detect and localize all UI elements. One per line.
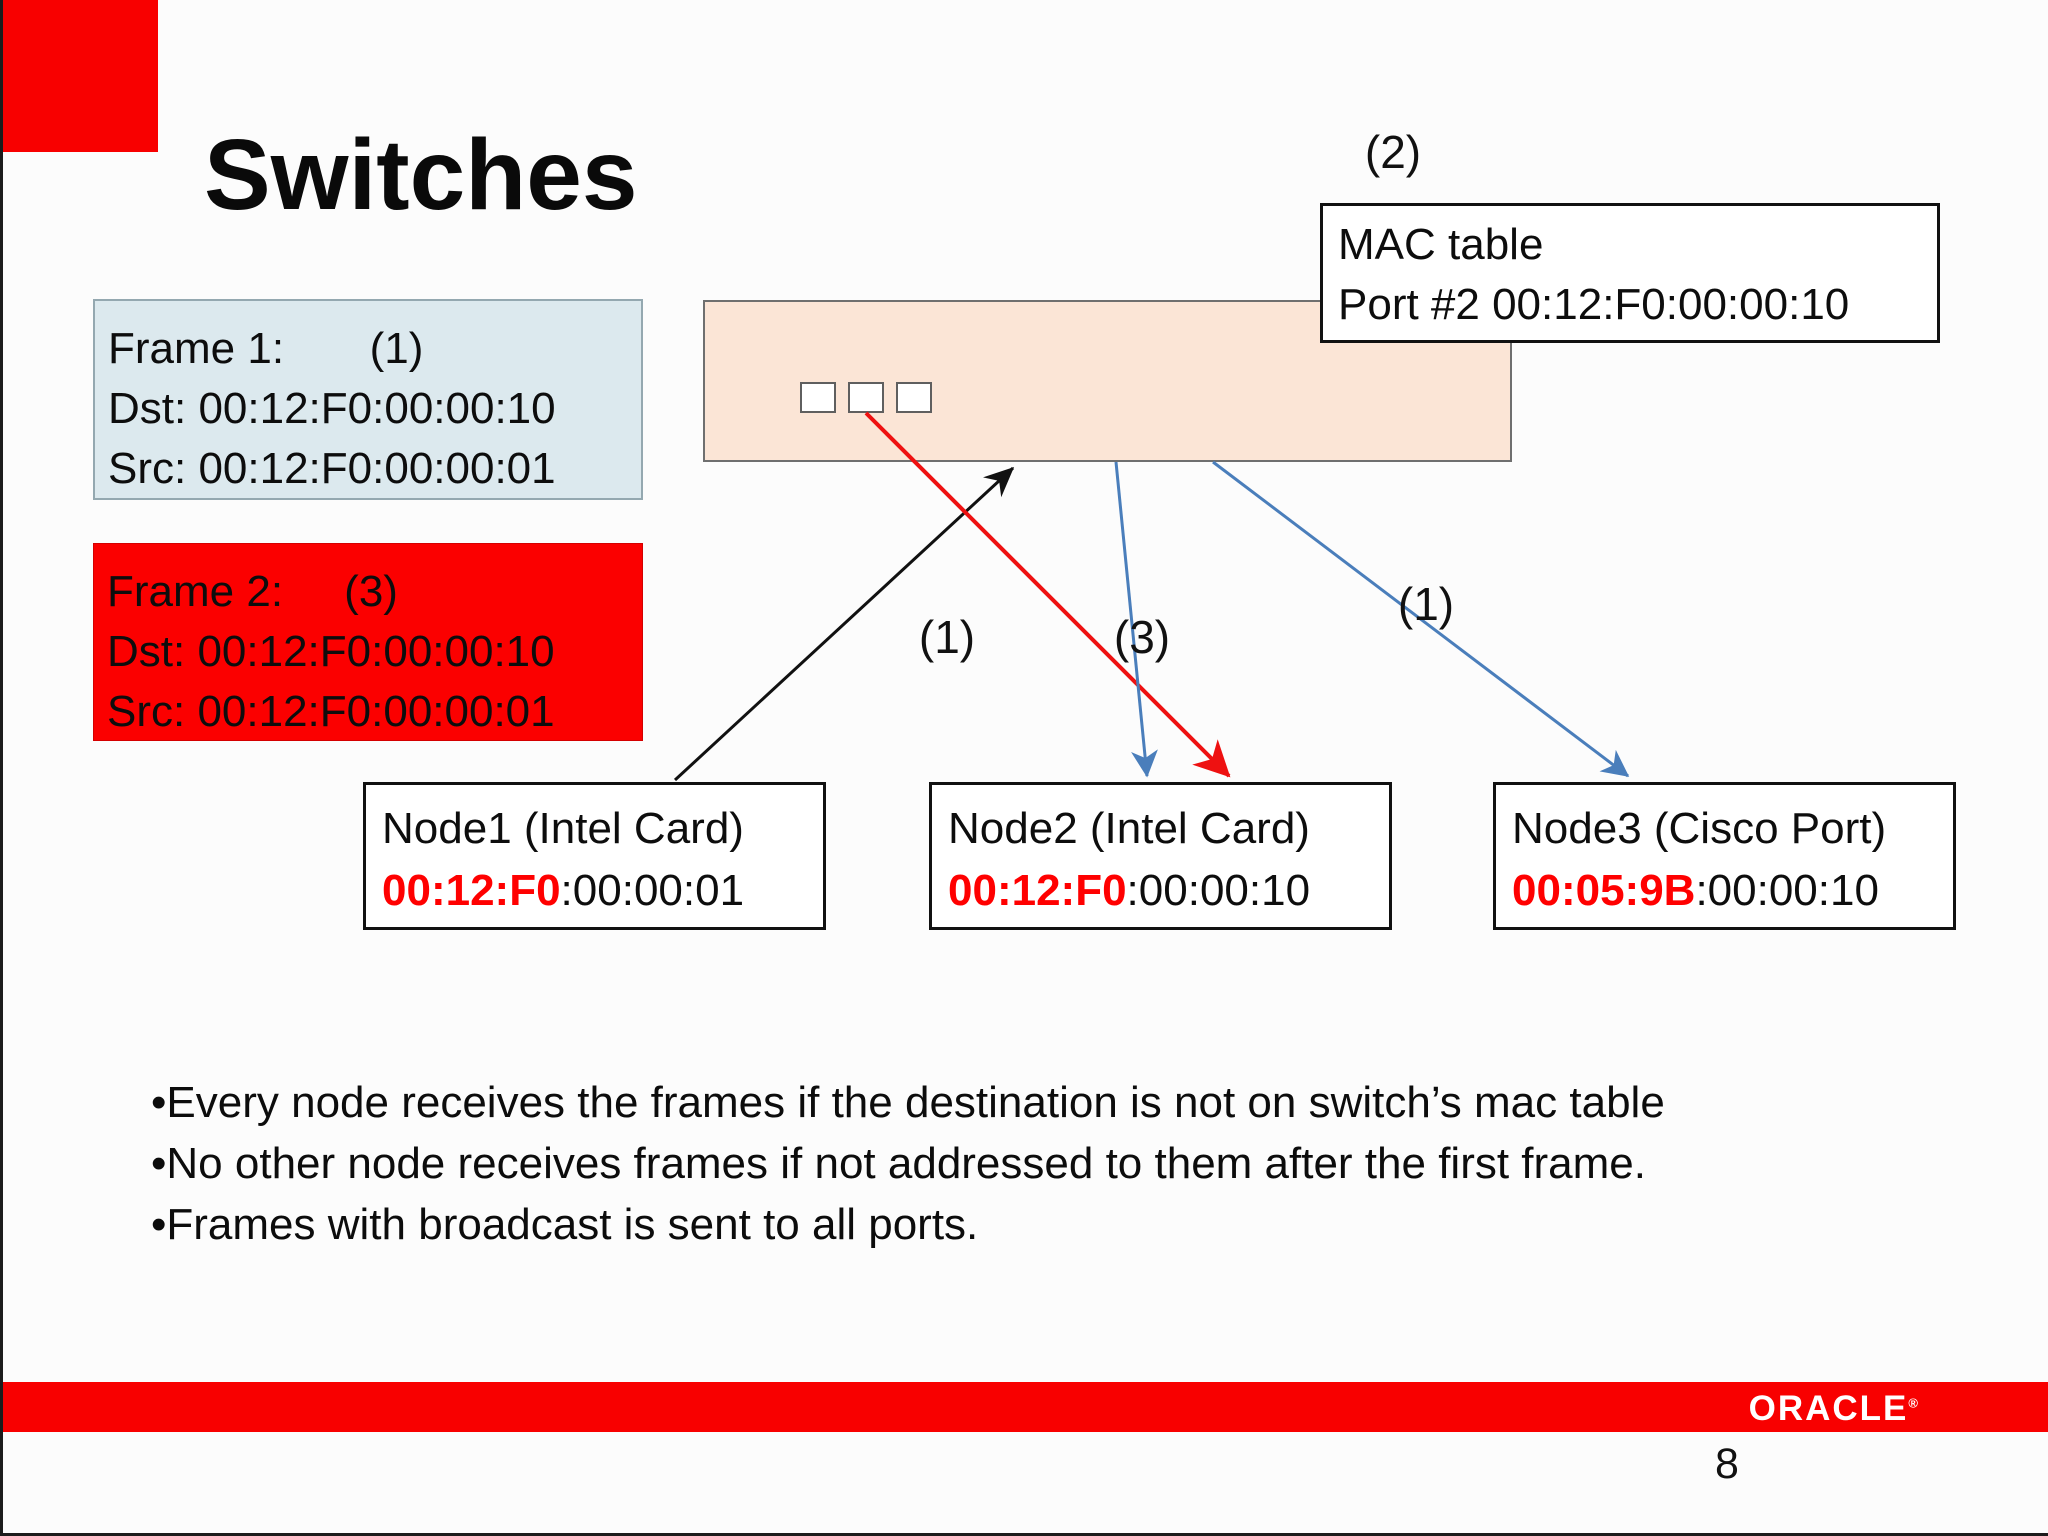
node2-mac-suffix: :00:00:10 [1126, 866, 1311, 915]
step-label-3: (3) [1113, 611, 1171, 663]
registered-trademark-mark: ® [1908, 1395, 1918, 1411]
node1-mac-prefix: 00:12:F0 [382, 866, 561, 915]
frame2-src: Src: 00:12:F0:00:00:01 [107, 687, 555, 736]
node2-box: Node2 (Intel Card) 00:12:F0:00:00:10 [929, 782, 1392, 930]
corner-accent-square [3, 0, 158, 152]
footer-bar: ORACLE® [3, 1382, 2048, 1432]
note-item-2: •No other node receives frames if not ad… [151, 1139, 1646, 1188]
frame2-box: Frame 2: (3) Dst: 00:12:F0:00:00:10 Src:… [93, 543, 643, 741]
oracle-logo: ORACLE® [1749, 1389, 1918, 1429]
node2-name: Node2 (Intel Card) [948, 804, 1310, 853]
node3-mac-prefix: 00:05:9B [1512, 866, 1696, 915]
oracle-logo-text: ORACLE [1748, 1389, 1909, 1428]
mac-table-box: MAC table Port #2 00:12:F0:00:00:10 [1320, 203, 1940, 343]
arrow-switch-to-node2-red [864, 411, 1231, 778]
frame1-src: Src: 00:12:F0:00:00:01 [108, 444, 556, 493]
note-item-1: •Every node receives the frames if the d… [151, 1078, 1665, 1127]
mac-table-entry: Port #2 00:12:F0:00:00:10 [1338, 280, 1850, 329]
notes-list: •Every node receives the frames if the d… [151, 1072, 1961, 1255]
switch-port-2 [848, 382, 884, 413]
node2-mac: 00:12:F0:00:00:10 [948, 860, 1389, 922]
step-label-1-left: (1) [918, 611, 976, 663]
node1-box: Node1 (Intel Card) 00:12:F0:00:00:01 [363, 782, 826, 930]
switch-port-1 [800, 382, 836, 413]
node3-mac-suffix: :00:00:10 [1695, 866, 1879, 915]
node3-mac: 00:05:9B:00:00:10 [1512, 860, 1953, 922]
page-title: Switches [204, 119, 638, 231]
mac-table-title: MAC table [1338, 220, 1544, 269]
node2-mac-prefix: 00:12:F0 [948, 866, 1127, 915]
node3-box: Node3 (Cisco Port) 00:05:9B:00:00:10 [1493, 782, 1956, 930]
frame2-title: Frame 2: (3) [107, 567, 398, 616]
frame1-title: Frame 1: (1) [108, 324, 424, 373]
frame2-dst: Dst: 00:12:F0:00:00:10 [107, 627, 555, 676]
node1-mac: 00:12:F0:00:00:01 [382, 860, 823, 922]
note-item-3: •Frames with broadcast is sent to all po… [151, 1200, 979, 1249]
node3-name: Node3 (Cisco Port) [1512, 804, 1887, 853]
frame1-box: Frame 1: (1) Dst: 00:12:F0:00:00:10 Src:… [93, 299, 643, 500]
node1-name: Node1 (Intel Card) [382, 804, 744, 853]
frame1-dst: Dst: 00:12:F0:00:00:10 [108, 384, 556, 433]
step-label-1-right: (1) [1397, 578, 1455, 630]
step-label-2: (2) [1364, 126, 1422, 178]
node1-mac-suffix: :00:00:01 [560, 866, 745, 915]
switch-port-3 [896, 382, 932, 413]
page-number: 8 [1715, 1440, 1739, 1488]
